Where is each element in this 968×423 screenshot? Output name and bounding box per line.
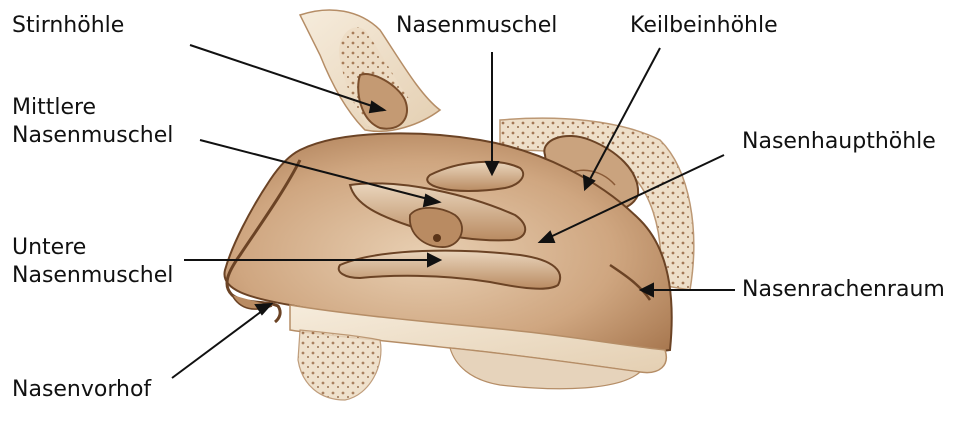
label-mittlere-line1: Mittlere: [12, 94, 173, 122]
label-nasenmuschel: Nasenmuschel: [396, 12, 557, 40]
label-stirnhoehle: Stirnhöhle: [12, 12, 124, 40]
ostium-opening: [433, 234, 441, 242]
label-nasenvorhof: Nasenvorhof: [12, 376, 151, 404]
label-nasenhaupthoehle: Nasenhaupthöhle: [742, 128, 936, 156]
label-mittlere-line2: Nasenmuschel: [12, 122, 173, 150]
label-mittlere-nasenmuschel: Mittlere Nasenmuschel: [12, 94, 173, 150]
label-nasenrachenraum: Nasenrachenraum: [742, 276, 945, 304]
label-untere-line1: Untere: [12, 234, 173, 262]
label-keilbeinhoehle: Keilbeinhöhle: [630, 12, 778, 40]
label-untere-line2: Nasenmuschel: [12, 262, 173, 290]
upper-jaw-bone: [298, 330, 381, 400]
leader-nasenvorhof: [172, 308, 266, 378]
label-untere-nasenmuschel: Untere Nasenmuschel: [12, 234, 173, 290]
